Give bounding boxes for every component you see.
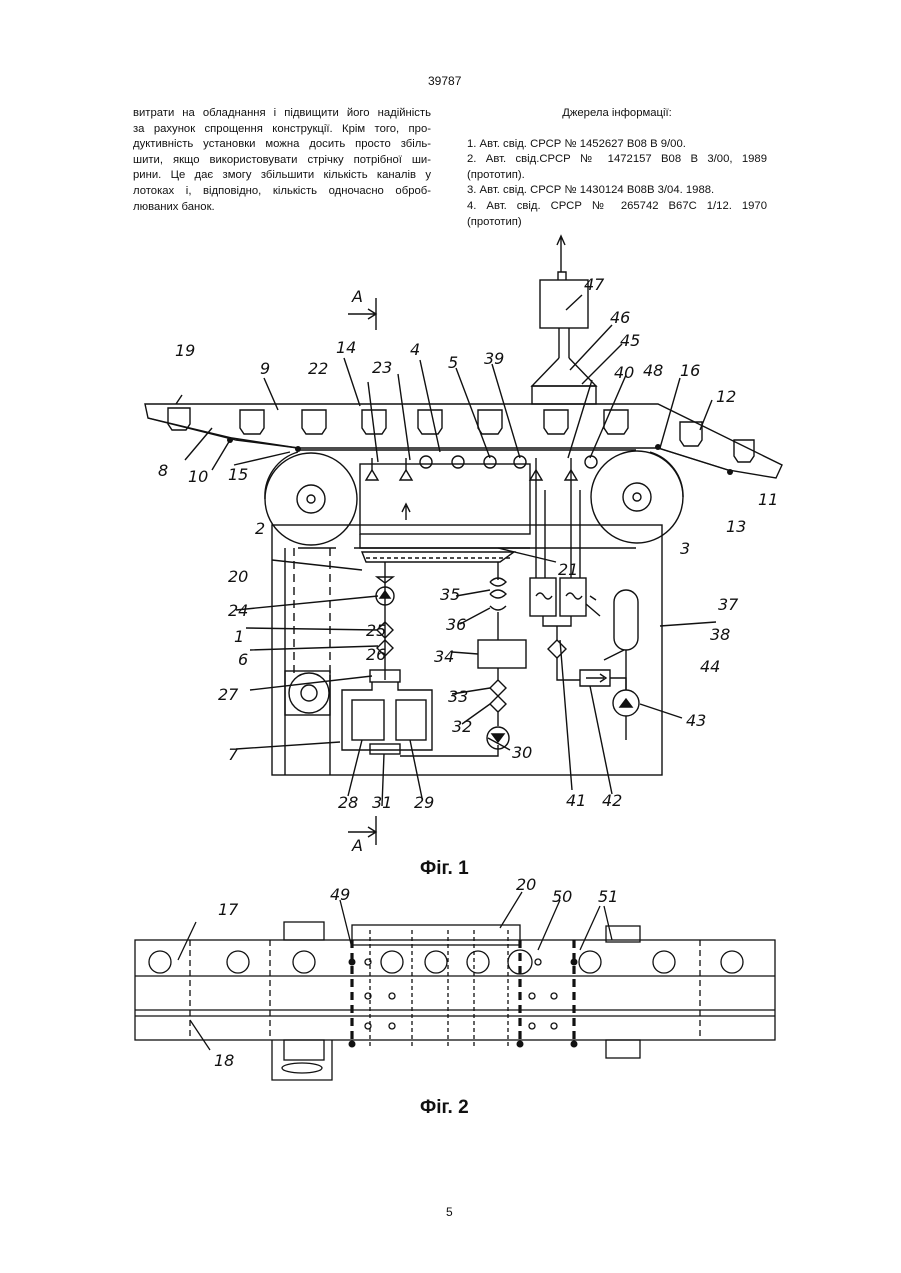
page-number: 5 [446, 1205, 453, 1219]
figure-2-caption: Фіг. 2 [420, 1097, 469, 1119]
fig2-label: 18 [214, 1051, 234, 1070]
fig2-label: 49 [330, 885, 350, 904]
fig2-label: 17 [218, 900, 239, 919]
figure-2-drawing: 17 49 20 50 51 18 [0, 0, 901, 1100]
fig2-label: 20 [516, 875, 536, 894]
fig2-label: 50 [552, 887, 572, 906]
fig2-label: 51 [598, 887, 618, 906]
